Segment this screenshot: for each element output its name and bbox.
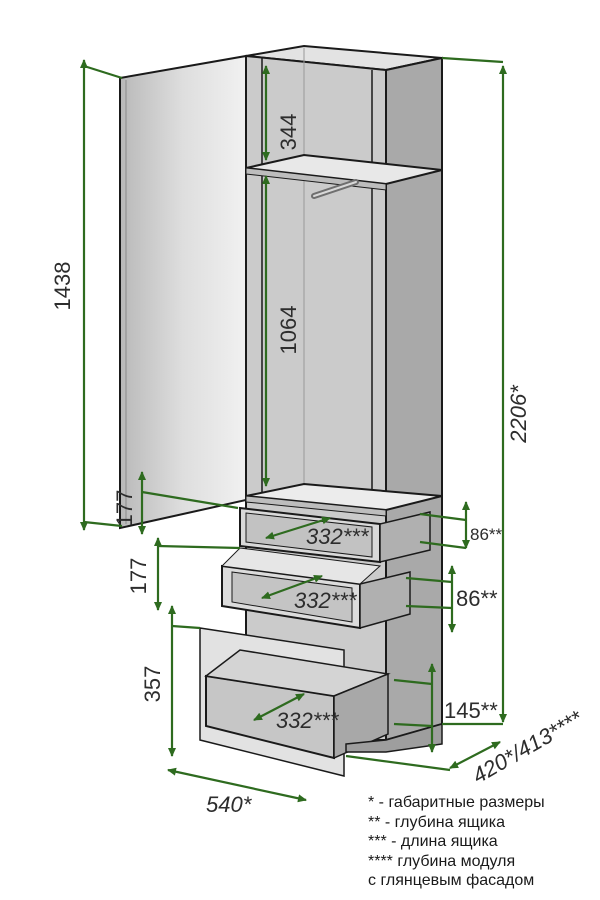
dim-total-height: 2206*: [506, 384, 531, 444]
dim-drawer3-length: 332***: [276, 708, 340, 733]
dim-hanging-height: 1064: [276, 306, 301, 355]
dim-module-width: 540*: [206, 792, 253, 817]
dimension-lines: [80, 56, 507, 803]
plinth: [345, 723, 443, 753]
dim-drawer2-height: 177: [126, 558, 151, 595]
dim-drawer1-length: 332***: [306, 524, 370, 549]
dim-drawer1-height: 177: [112, 490, 137, 527]
lower-shelf: [245, 482, 443, 517]
legend-item-gloss-facade: с глянцевым фасадом: [368, 872, 535, 889]
dim-door-height: 1438: [50, 262, 75, 311]
legend-item-drawer-depth: ** - глубина ящика: [368, 813, 505, 831]
dim-drawer2-depth: 86**: [456, 586, 498, 611]
legend-item-module-depth: **** глубина модуля: [368, 852, 516, 870]
dim-drawer3-height: 357: [140, 666, 165, 703]
dim-drawer2-length: 332***: [294, 588, 358, 613]
open-door: [119, 54, 247, 530]
dim-shelf-top-gap: 344: [276, 114, 301, 151]
dim-drawer1-depth: 86**: [470, 525, 503, 544]
legend-item-dimensions: * - габаритные размеры: [368, 794, 545, 811]
legend: * - габаритные размеры ** - глубина ящик…: [368, 793, 596, 891]
hanging-rail: [311, 179, 359, 199]
legend-item-drawer-length: *** - длина ящика: [368, 833, 498, 850]
dim-drawer3-depth: 145**: [444, 698, 498, 723]
